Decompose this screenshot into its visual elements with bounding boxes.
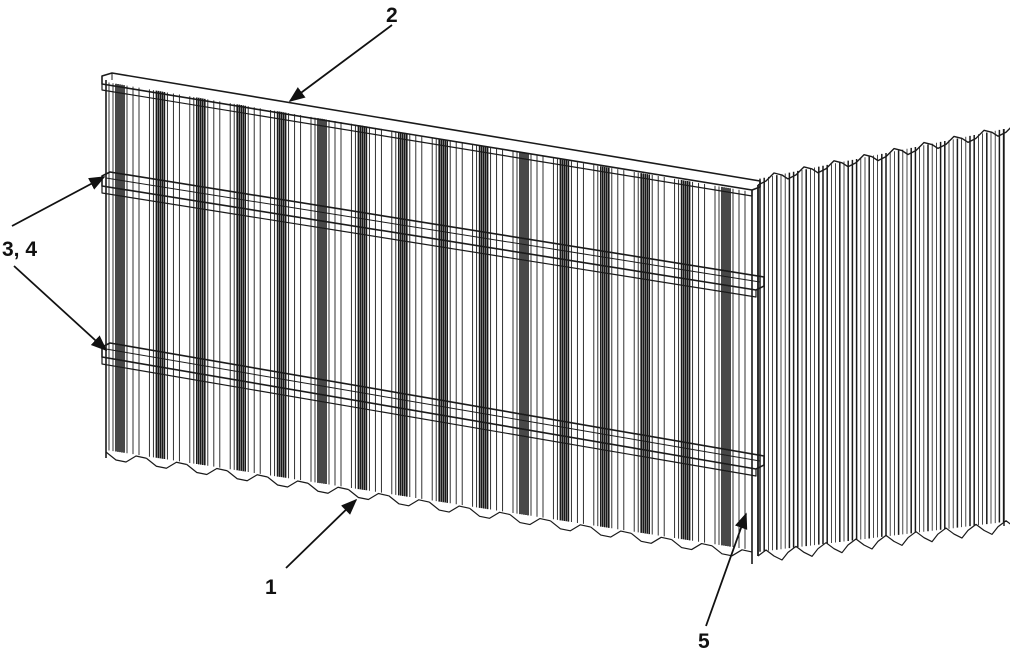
front-sheet-piles	[105, 80, 753, 564]
side-wall-top-profile	[757, 127, 1010, 186]
front-pile-toe	[630, 532, 672, 544]
side-wall-bottom-profile	[757, 520, 1010, 561]
front-pile-toe	[307, 482, 349, 494]
callout-5: 5	[698, 512, 748, 650]
front-pile-toe	[267, 476, 309, 488]
callout-label-3-4: 3, 4	[2, 238, 37, 261]
front-pile-toe	[509, 514, 551, 526]
side-sheet-piles	[757, 127, 1010, 561]
callout-2: 2	[288, 4, 398, 102]
callout-3-4: 3, 4	[2, 176, 108, 352]
front-pile-toe	[105, 451, 147, 463]
callout-label-5: 5	[698, 630, 710, 650]
cap-beam	[101, 72, 761, 197]
front-pile-toe	[348, 489, 389, 501]
callout-label-1: 1	[265, 576, 277, 599]
front-pile-toe	[590, 526, 632, 538]
callout-label-2: 2	[386, 4, 398, 27]
front-pile-toe	[550, 520, 591, 532]
front-pile-toe	[388, 495, 430, 507]
front-pile-toe	[146, 457, 187, 469]
front-pile-toe	[469, 507, 511, 519]
front-pile-toe	[671, 539, 713, 551]
front-pile-toe	[428, 501, 470, 513]
lower-waler	[101, 342, 765, 477]
front-pile-toe	[226, 470, 268, 482]
callout-1: 1	[265, 498, 358, 599]
front-pile-toe	[186, 464, 228, 476]
